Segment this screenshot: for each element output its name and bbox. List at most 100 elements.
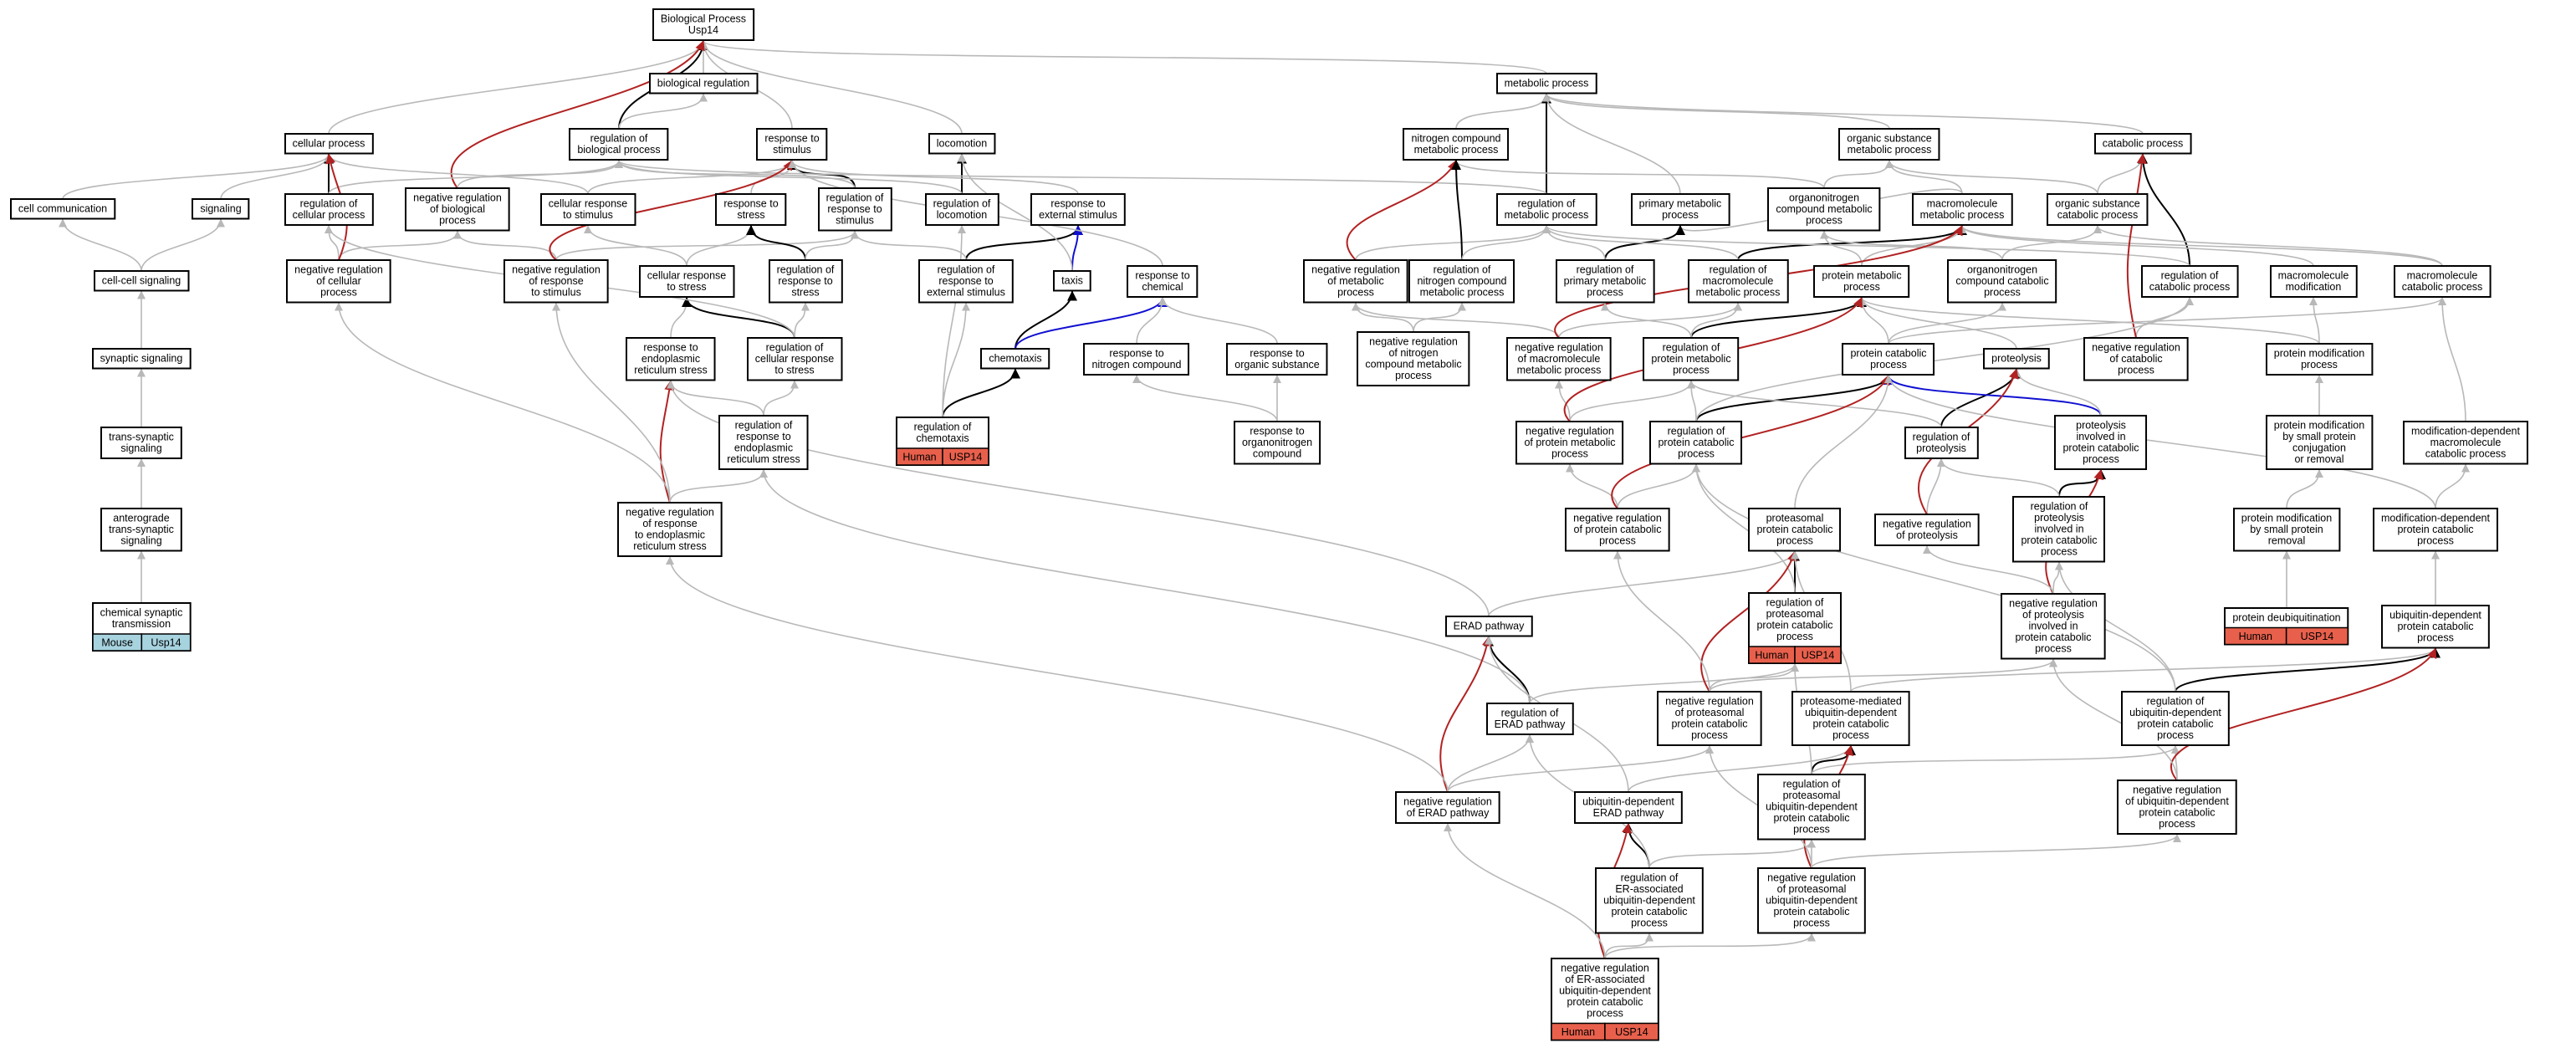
go-term-taxis[interactable]: taxis [1053,270,1091,292]
go-term-biological-regulation[interactable]: biological regulation [649,73,759,95]
go-term-cell-cell-signaling[interactable]: cell-cell signaling [94,270,190,292]
node-box [652,8,755,41]
edge-gray [788,160,1079,195]
go-term-synaptic-signaling[interactable]: synaptic signaling [92,348,192,370]
node-box [569,128,669,161]
go-term-erad-pathway[interactable]: ERAD pathway [1445,616,1533,637]
go-term-proteolysis[interactable]: proteolysis [1983,348,2050,370]
go-term-signaling[interactable]: signaling [192,198,250,220]
go-term-chemotaxis[interactable]: chemotaxis [980,348,1050,370]
go-term-catabolic-process[interactable]: catabolic process [2094,133,2192,155]
edge-gray [759,469,1531,704]
edge-blue [1883,375,2102,417]
go-term-locomotion[interactable]: locomotion [928,133,996,155]
edge-black [965,225,1083,261]
go-term-cell-communication[interactable]: cell communication [10,198,116,220]
edge-red [2170,647,2437,781]
go-term-cellular-process[interactable]: cellular process [284,133,374,155]
go-term-metabolic-process[interactable]: metabolic process [1496,73,1597,95]
